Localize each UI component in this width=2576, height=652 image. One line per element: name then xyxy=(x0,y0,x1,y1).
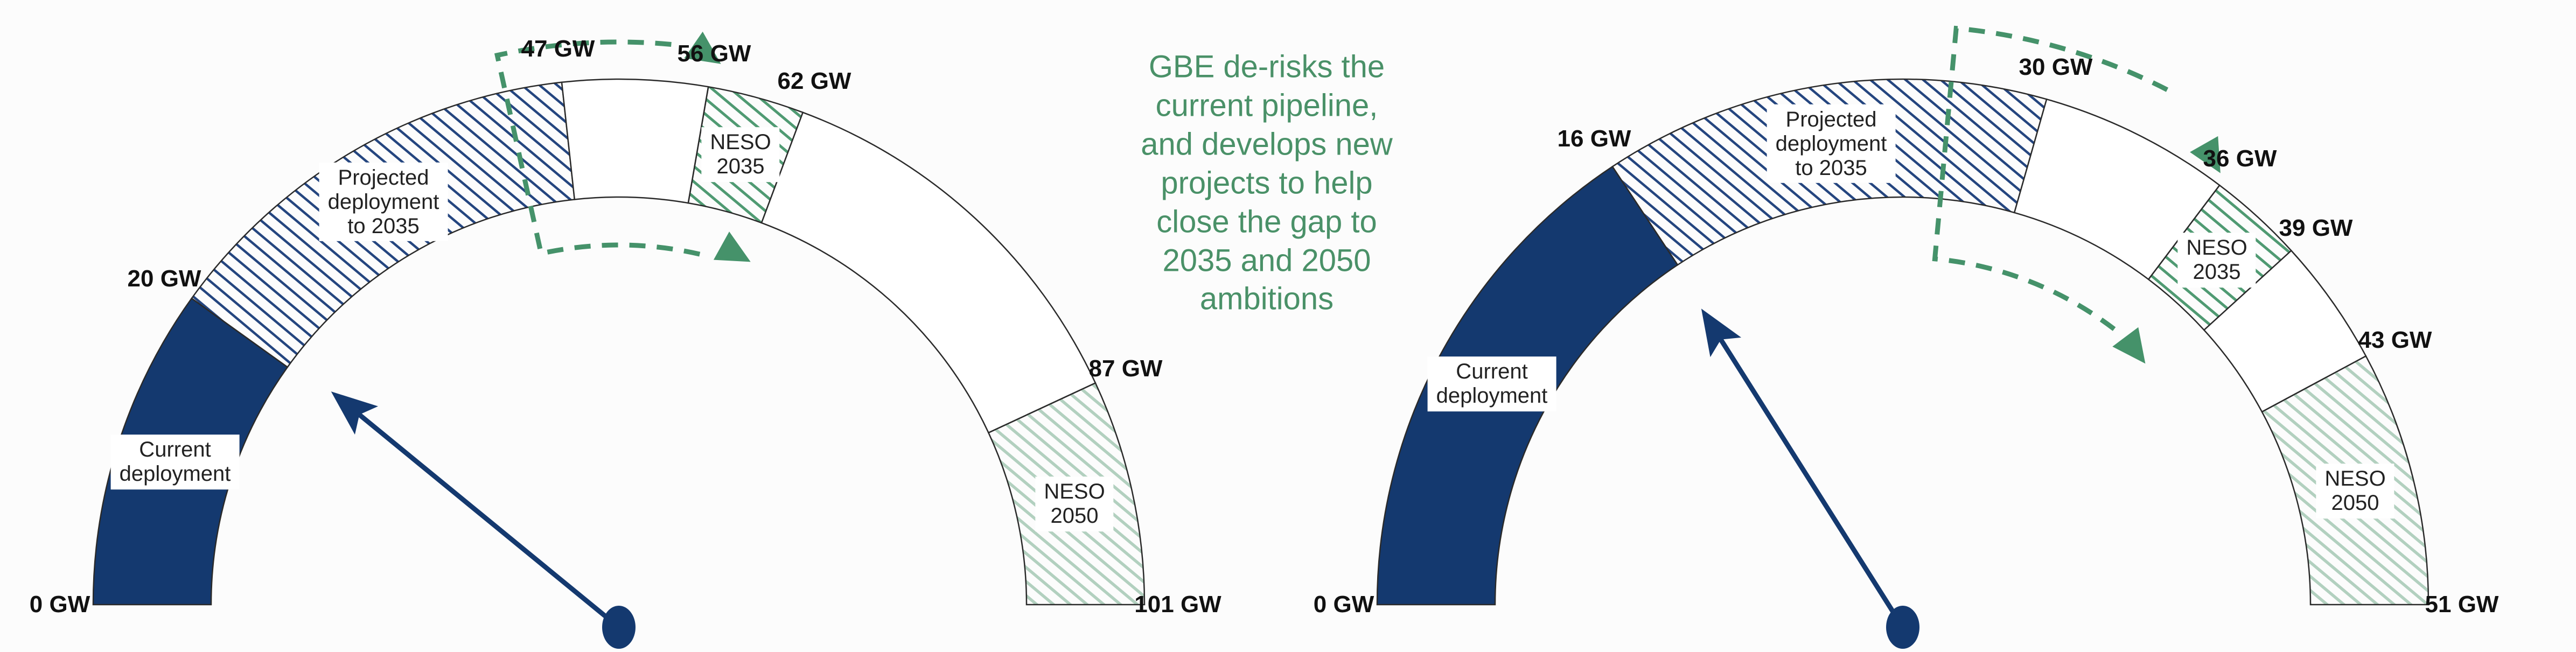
right-gauge-needle-arrowhead-icon xyxy=(1701,309,1742,357)
right-gauge-segment-16-30 xyxy=(1611,78,2048,266)
left-gauge-segment-62-87 xyxy=(760,111,1097,434)
left-gauge-segment-20-47 xyxy=(191,81,576,368)
left-gauge-needle-pivot-icon xyxy=(602,606,636,649)
right-gauge-needle-pivot-icon xyxy=(1886,606,1919,649)
left-gauge-gap-arrowhead-outer-icon xyxy=(684,31,721,64)
left-gauge-needle xyxy=(354,410,620,629)
right-gauge-gap-arrowhead-inner-icon xyxy=(2112,327,2146,364)
gbe-annotation-text: GBE de-risks the current pipeline, and d… xyxy=(1141,49,1393,317)
left-gauge-gap-dashed-bracket xyxy=(494,39,703,257)
right-gauge-gap-dashed-bracket xyxy=(1932,25,2169,332)
right-gauge-gap-arrowhead-outer-icon xyxy=(2190,136,2221,173)
left-gauge-gap-arrowhead-inner-icon xyxy=(713,232,751,262)
right-gauge-group xyxy=(1376,25,2430,649)
right-gauge-needle xyxy=(1716,334,1905,629)
left-gauge-group xyxy=(92,31,1146,649)
left-gauge-segment-47-56 xyxy=(561,78,709,204)
left-gauge-needle-arrowhead-icon xyxy=(331,391,379,435)
